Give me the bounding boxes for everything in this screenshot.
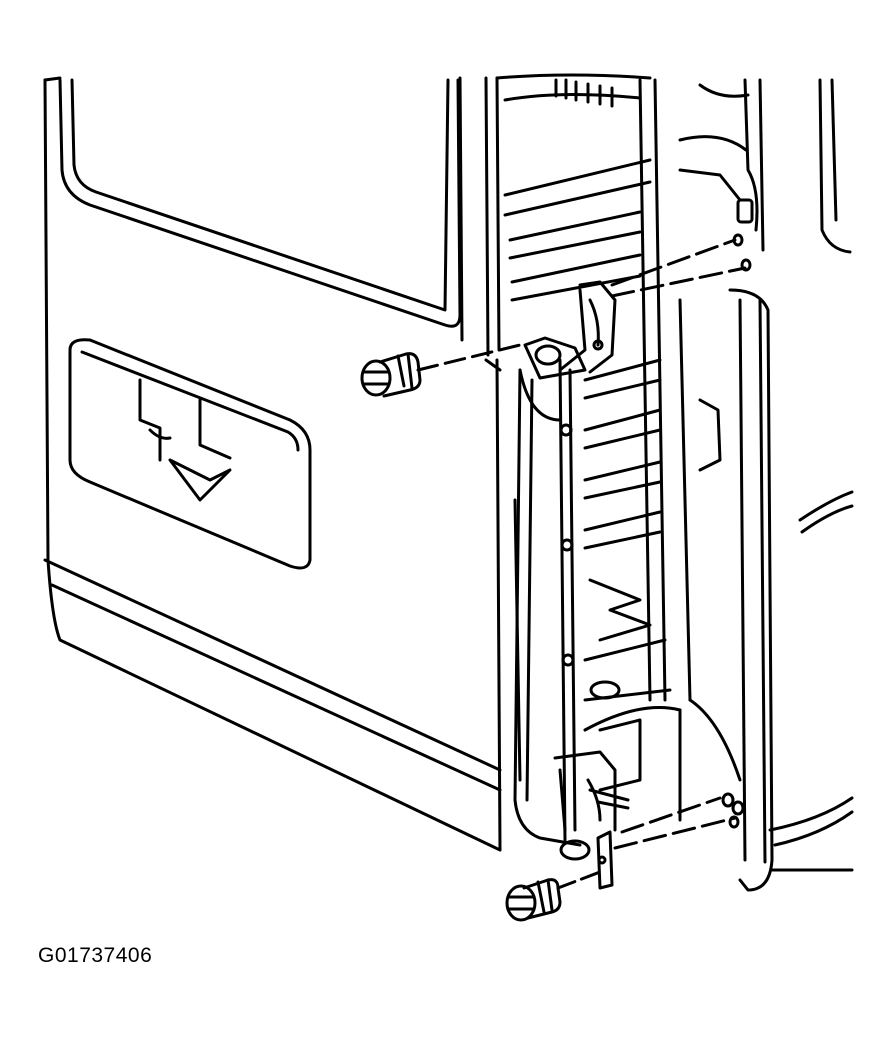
body-pillar [638,78,854,892]
lower-hinge-pin [613,792,745,850]
lower-hinge [553,750,630,890]
upper-hinge-pin [610,233,752,298]
lower-hinge-bolt [505,870,602,922]
door-handle-recess [68,338,312,570]
door-check-strap [513,358,582,847]
upper-hinge [523,280,617,380]
door-opening-frame [458,73,682,822]
door-window-opening [58,78,462,328]
upper-hinge-bolt [360,343,522,398]
rear-door-panel [43,76,502,852]
figure-id-label: G01737406 [38,944,153,967]
